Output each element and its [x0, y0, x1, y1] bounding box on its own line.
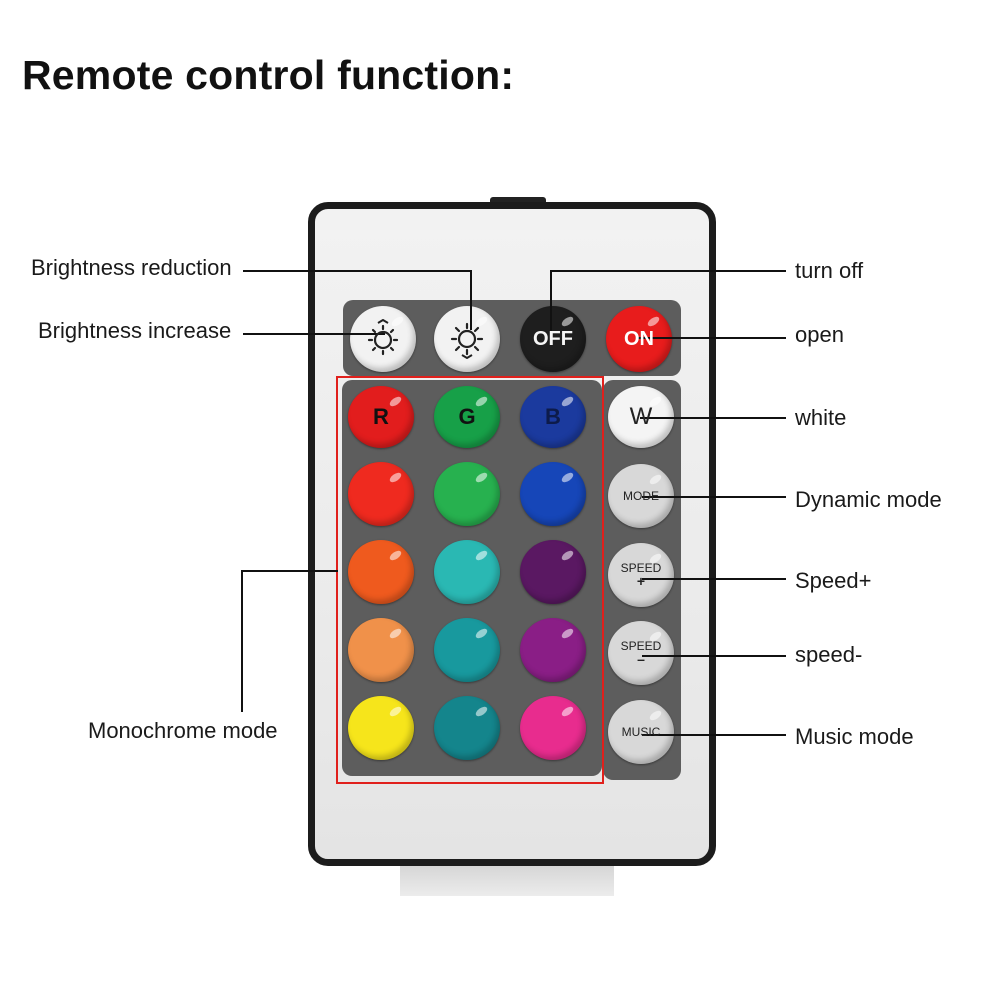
color-button[interactable] — [348, 462, 414, 526]
plus-icon: + — [636, 572, 646, 589]
blue-button-label: B — [545, 404, 561, 429]
ir-window — [490, 197, 546, 205]
label-brightness-increase: Brightness increase — [38, 318, 232, 343]
leader-line — [241, 570, 243, 712]
label-white: white — [795, 405, 847, 430]
white-button-label: W — [629, 403, 653, 430]
leader-line — [241, 570, 338, 572]
label-open: open — [795, 322, 844, 347]
label-monochrome-mode: Monochrome mode — [88, 718, 278, 743]
leader-line — [243, 333, 385, 335]
color-button[interactable] — [434, 618, 500, 682]
music-button-label: MUSIC — [621, 724, 661, 739]
brightness-down-icon — [367, 319, 399, 356]
brightness-up-icon — [450, 322, 484, 359]
remote-base — [400, 866, 614, 896]
red-button-label: R — [373, 404, 389, 429]
speed-up-button[interactable]: SPEED + — [608, 543, 674, 607]
leader-line — [640, 417, 786, 419]
minus-icon: – — [637, 650, 645, 667]
speed-down-button[interactable]: SPEED – — [608, 621, 674, 685]
blue-button[interactable]: B — [520, 386, 586, 448]
speed-down-label: SPEED — [620, 638, 662, 653]
on-button-label: ON — [624, 327, 654, 350]
color-button[interactable] — [348, 540, 414, 604]
speed-down-label-group: SPEED – — [620, 638, 662, 667]
color-button[interactable] — [348, 696, 414, 760]
label-speed-plus: Speed+ — [795, 568, 872, 593]
color-button[interactable] — [434, 462, 500, 526]
color-button[interactable] — [520, 618, 586, 682]
label-music-mode: Music mode — [795, 724, 914, 749]
music-button[interactable]: MUSIC — [608, 700, 674, 764]
on-button[interactable]: ON — [606, 306, 672, 372]
color-button[interactable] — [520, 540, 586, 604]
speed-up-label-group: SPEED + — [620, 560, 662, 589]
off-button[interactable]: OFF — [520, 306, 586, 372]
leader-line — [550, 270, 552, 332]
color-button[interactable] — [434, 696, 500, 760]
leader-line — [642, 496, 786, 498]
leader-line — [642, 655, 786, 657]
leader-line — [638, 337, 786, 339]
off-button-label: OFF — [533, 327, 573, 350]
speed-up-label: SPEED — [620, 560, 662, 575]
leader-line — [642, 734, 786, 736]
monochrome-highlight-box — [336, 376, 604, 784]
brightness-down-button[interactable] — [350, 306, 416, 372]
red-button[interactable]: R — [348, 386, 414, 448]
label-brightness-reduction: Brightness reduction — [31, 255, 232, 280]
page-title: Remote control function: — [22, 52, 515, 98]
leader-line — [642, 578, 786, 580]
label-speed-minus: speed- — [795, 642, 863, 667]
leader-line — [243, 270, 472, 272]
mode-button-label: MODE — [623, 488, 659, 503]
leader-line — [470, 270, 472, 330]
label-dynamic-mode: Dynamic mode — [795, 487, 942, 512]
green-button[interactable]: G — [434, 386, 500, 448]
color-button[interactable] — [348, 618, 414, 682]
color-button[interactable] — [434, 540, 500, 604]
label-turn-off: turn off — [795, 258, 864, 283]
color-button[interactable] — [520, 462, 586, 526]
color-button[interactable] — [520, 696, 586, 760]
green-button-label: G — [458, 404, 476, 429]
leader-line — [550, 270, 786, 272]
brightness-up-button[interactable] — [434, 306, 500, 372]
